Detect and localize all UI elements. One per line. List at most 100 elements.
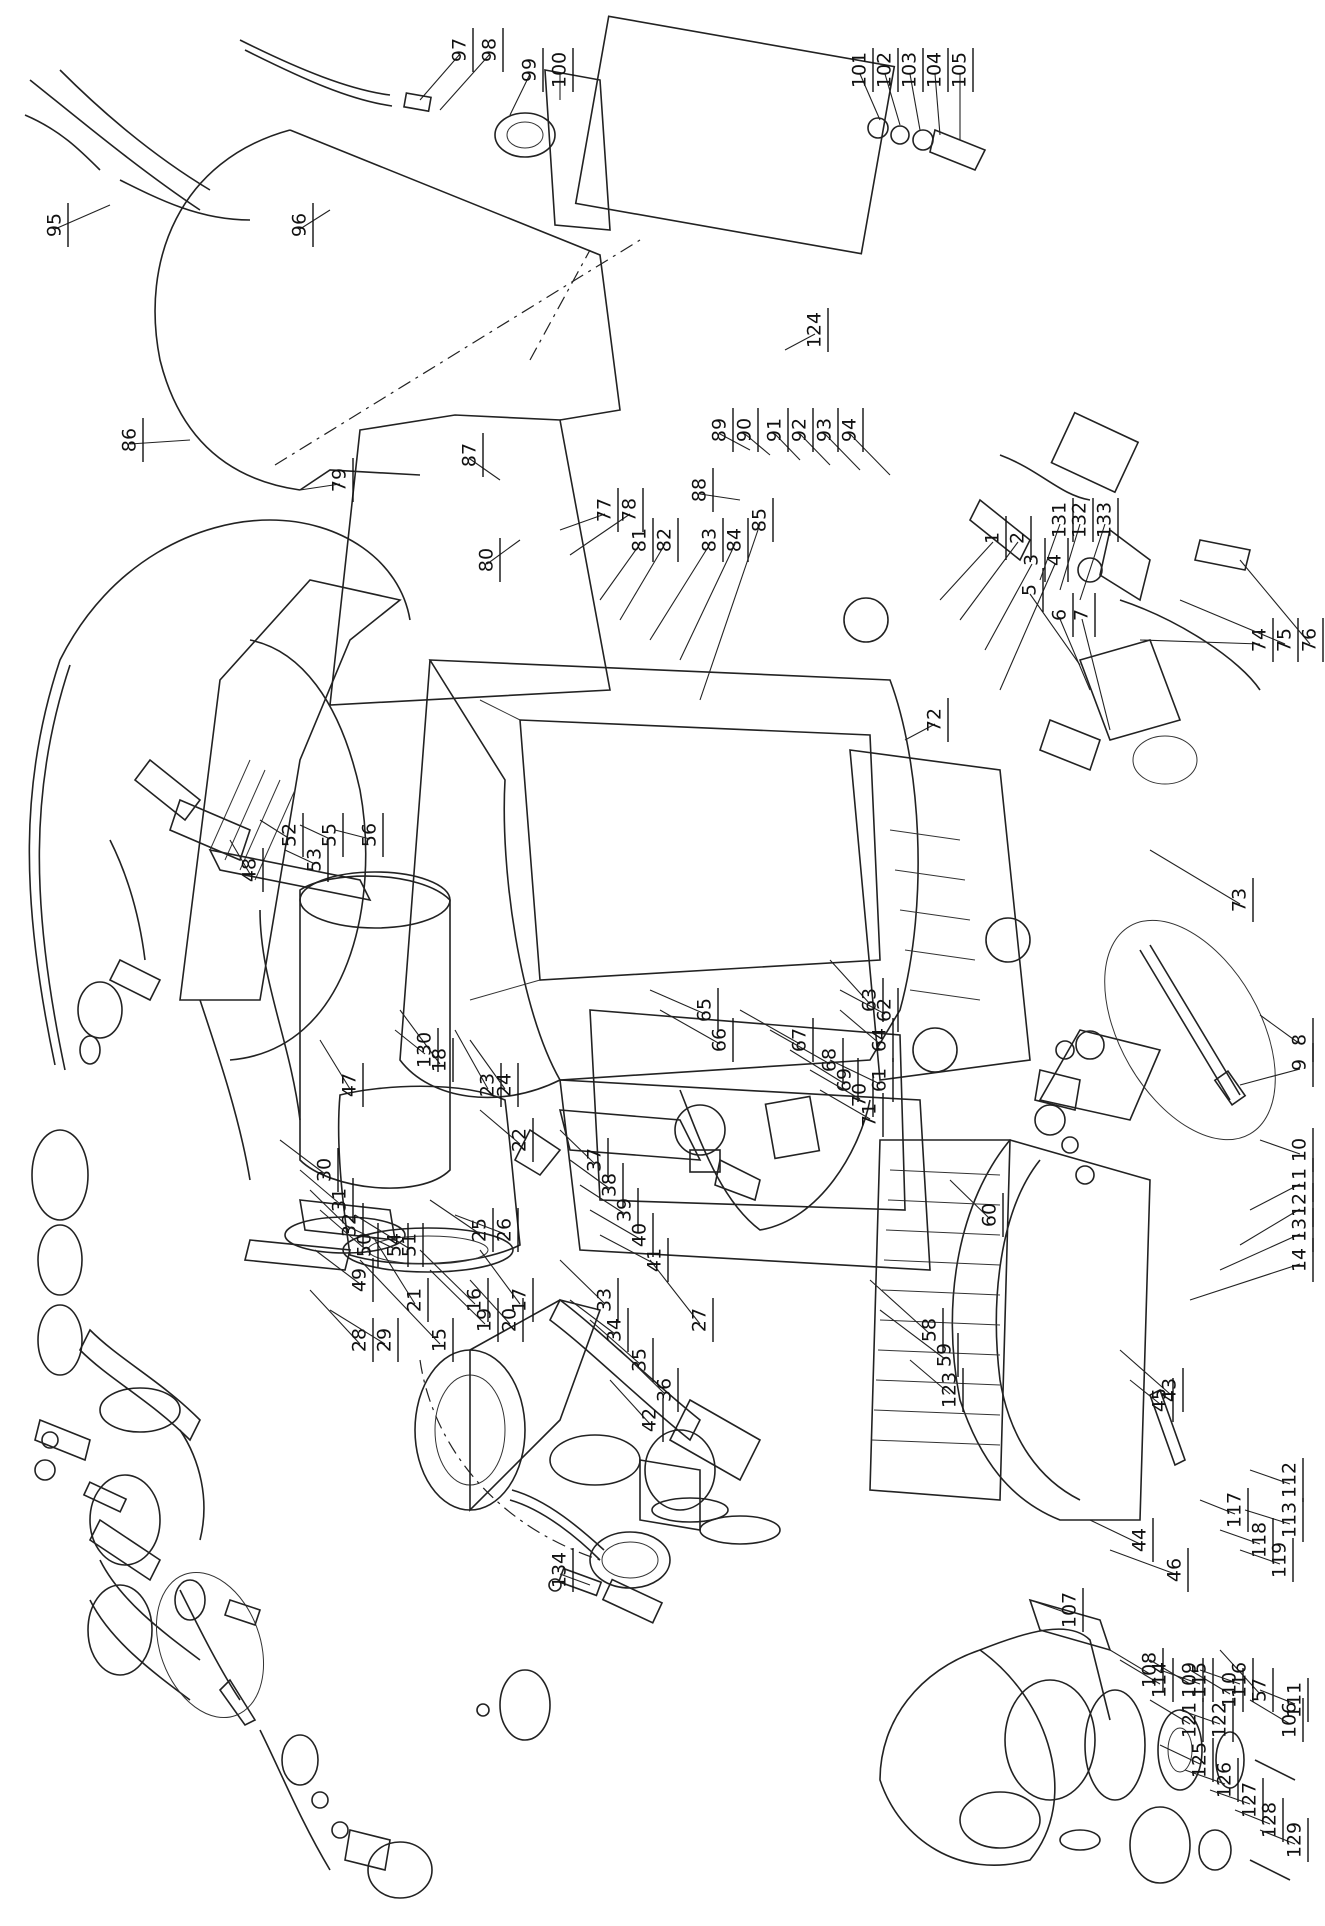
callout-80: 80 (476, 538, 521, 582)
callout-number: 62 (874, 998, 896, 1022)
callout-63: 63 (829, 959, 884, 1022)
callout-27: 27 (649, 1259, 714, 1342)
callout-number: 33 (594, 1288, 616, 1312)
callout-leader-line (659, 1009, 721, 1045)
callout-leader-line (884, 73, 901, 126)
callout-leader-line (429, 1199, 481, 1235)
callout-number: 59 (934, 1343, 956, 1367)
callout-104: 104 (924, 48, 949, 136)
callout-leader-line (769, 1029, 831, 1065)
callout-98: 98 (439, 28, 504, 111)
callout-number: 117 (1224, 1492, 1246, 1528)
callout-leader-line (649, 543, 711, 641)
callout-number: 42 (639, 1408, 661, 1432)
callout-leader-line (809, 1069, 861, 1100)
callout-number: 84 (724, 528, 746, 552)
callout-leader-line (429, 1269, 486, 1325)
callout-number: 10 (1289, 1138, 1311, 1162)
callout-35: 35 (589, 1319, 654, 1382)
callout-number: 29 (374, 1328, 396, 1352)
callout-leader-line (309, 1289, 361, 1345)
callout-38: 38 (569, 1159, 624, 1207)
callout-number: 134 (549, 1552, 571, 1588)
callout-number: 105 (949, 52, 971, 88)
callout-leader-line (1149, 1699, 1191, 1725)
callout-leader-line (959, 541, 1019, 621)
callout-leader-line (259, 819, 291, 840)
callout-number: 131 (1049, 502, 1071, 538)
callout-123: 123 (909, 1359, 964, 1412)
callout-107: 107 (1029, 1588, 1084, 1632)
callout-77: 77 (559, 488, 619, 532)
callout-115: 115 (1159, 1658, 1214, 1702)
hose-right (1034, 919, 1276, 1185)
callout-leader-line (299, 209, 331, 230)
callout-leader-line (129, 439, 191, 445)
callout-88: 88 (689, 468, 741, 512)
callout-78: 78 (569, 488, 644, 556)
callout-24: 24 (469, 1039, 519, 1107)
callout-8: 8 (1259, 1014, 1314, 1062)
callout-number: 14 (1289, 1248, 1311, 1272)
callout-74: 74 (1139, 618, 1274, 662)
callout-leader-line (454, 1214, 506, 1235)
callout-116: 116 (1199, 1658, 1254, 1702)
callout-118: 118 (1219, 1518, 1274, 1562)
callout-leader-line (649, 1259, 701, 1325)
callout-leader-line (839, 989, 886, 1015)
callout-leader-line (839, 1009, 881, 1045)
callout-number: 118 (1249, 1522, 1271, 1558)
callout-leader-line (229, 839, 251, 875)
callout-91: 91 (764, 408, 801, 461)
callout-number: 111 (1284, 1682, 1306, 1718)
callout-leader-line (939, 541, 994, 601)
callout-number: 98 (479, 38, 501, 62)
callout-51: 51 (354, 1214, 424, 1267)
callout-leader-line (1089, 1519, 1141, 1545)
callout-number: 39 (614, 1198, 636, 1222)
callout-leader-line (1209, 1789, 1251, 1805)
callout-number: 12 (1289, 1193, 1311, 1217)
callout-26: 26 (454, 1208, 519, 1252)
callout-leader-line (1189, 1669, 1231, 1695)
callout-number: 6 (1049, 609, 1071, 621)
callout-number: 87 (459, 443, 481, 467)
callout-12: 12 (1239, 1183, 1314, 1246)
callout-108: 108 (1109, 1648, 1164, 1692)
left-column-parts (31, 1129, 433, 1899)
callout-leader-line (569, 1299, 616, 1335)
callout-number: 129 (1284, 1822, 1306, 1858)
callout-100: 100 (549, 48, 574, 100)
callout-66: 66 (659, 1009, 734, 1062)
callout-number: 106 (1279, 1702, 1301, 1738)
callout-leader-line (1079, 523, 1106, 601)
callout-leader-line (579, 1184, 626, 1215)
callout-41: 41 (599, 1234, 669, 1282)
pump-and-valves (968, 411, 1261, 1121)
callout-number: 20 (499, 1308, 521, 1332)
callout-61: 61 (829, 1058, 894, 1102)
callout-6: 6 (1049, 593, 1091, 691)
callout-number: 44 (1129, 1528, 1151, 1552)
callout-leader-line (399, 1009, 441, 1065)
callout-122: 122 (1179, 1698, 1234, 1742)
callout-28: 28 (309, 1289, 374, 1362)
callout-62: 62 (839, 988, 899, 1032)
callout-5: 5 (1019, 568, 1081, 666)
callout-47: 47 (319, 1039, 364, 1107)
callout-number: 63 (859, 988, 881, 1012)
callout-number: 70 (849, 1083, 871, 1107)
callout-number: 34 (604, 1318, 626, 1342)
callout-76: 76 (1239, 559, 1324, 662)
callout-leader-line (1234, 1809, 1271, 1825)
callout-number: 128 (1259, 1802, 1281, 1838)
callout-number: 81 (629, 528, 651, 552)
wiring-harness (24, 69, 251, 221)
callout-leader-line (649, 989, 706, 1015)
callout-number: 9 (1289, 1059, 1311, 1071)
callout-94: 94 (839, 408, 891, 476)
callout-leader-line (1199, 1669, 1241, 1685)
callout-number: 102 (874, 52, 896, 88)
callout-number: 74 (1249, 628, 1271, 652)
callout-103: 103 (899, 48, 924, 131)
